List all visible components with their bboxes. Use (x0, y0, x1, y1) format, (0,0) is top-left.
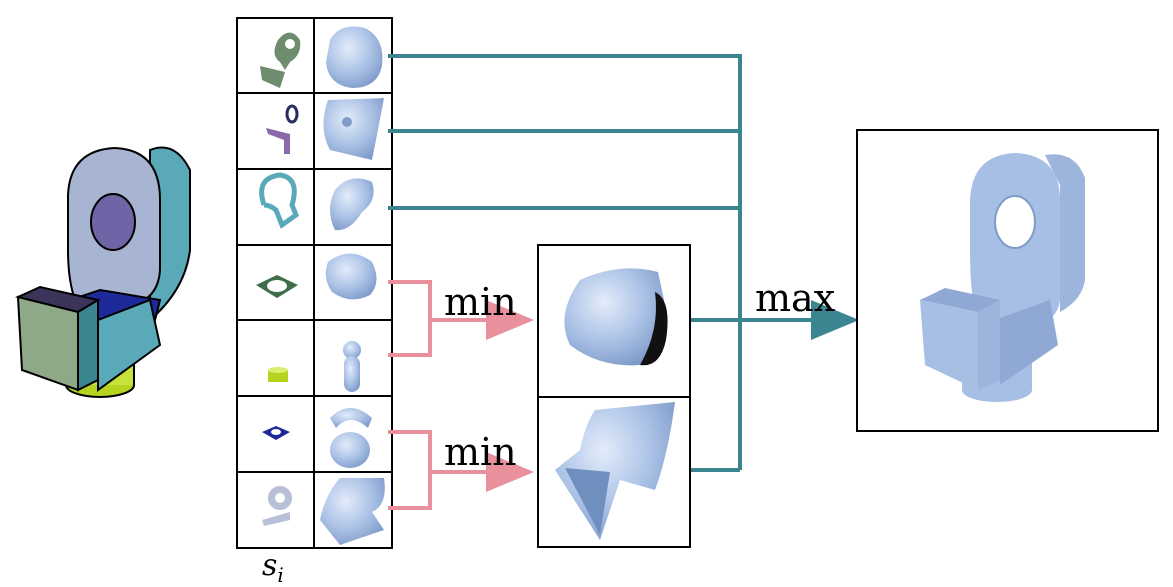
grid-row-7 (262, 478, 385, 545)
grid-row-4 (256, 253, 377, 300)
shape-6 (330, 408, 372, 468)
si-symbol: s (262, 548, 278, 583)
min-label-top: min (444, 280, 517, 324)
primitive-6 (262, 426, 290, 440)
shape-4 (325, 253, 377, 300)
grid-row-6 (262, 408, 372, 468)
primitive-7 (262, 486, 292, 526)
final-result (856, 129, 1159, 432)
shape-1 (326, 26, 383, 88)
teal-connectors (388, 54, 742, 472)
primitive-3 (259, 172, 300, 229)
min-label-bottom: min (444, 430, 517, 474)
min-result-top (537, 244, 691, 398)
grid-row-3 (259, 172, 374, 231)
max-label: max (755, 276, 836, 320)
grid-row-1 (260, 26, 383, 88)
primitive-1 (260, 32, 301, 88)
si-subscript: i (277, 563, 284, 587)
grid-row-2 (266, 98, 384, 160)
primitive-2 (266, 104, 299, 154)
shape-2 (323, 98, 384, 160)
grid-row-5 (268, 341, 361, 392)
primitive-4 (256, 275, 298, 298)
min-result-bottom (537, 396, 691, 548)
input-cad-model (14, 146, 191, 398)
shape-5 (343, 341, 361, 392)
primitive-5 (268, 367, 288, 382)
shape-3 (330, 178, 374, 231)
pink-connectors (388, 280, 432, 510)
shape-7 (320, 478, 385, 545)
si-label: si (262, 548, 284, 587)
